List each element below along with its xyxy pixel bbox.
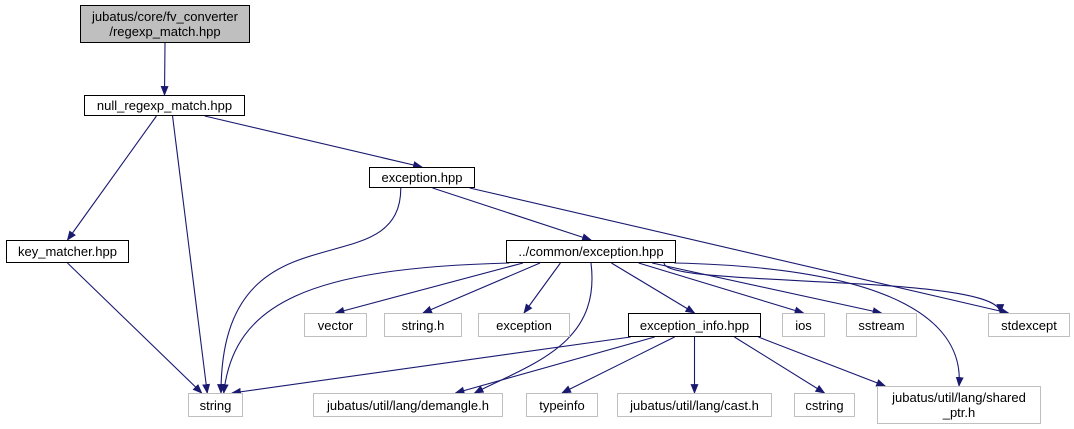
node-label: cstring [805, 397, 844, 413]
node-label: typeinfo [539, 397, 585, 413]
edge-common-exception-to-stdexcept [663, 262, 1005, 314]
node-label: key_matcher.hpp [17, 244, 117, 259]
node-label-line1: jubatus/core/fv_converter [92, 9, 238, 24]
node-label: ios [795, 317, 812, 333]
node-cast[interactable]: jubatus/util/lang/cast.h [617, 393, 772, 417]
node-string[interactable]: string [188, 393, 243, 417]
node-demangle[interactable]: jubatus/util/lang/demangle.h [313, 393, 503, 417]
edge-common-exception-to-string-h [422, 262, 541, 314]
node-label-line2: /regexp_match.hpp [109, 24, 221, 39]
node-label: sstream [858, 317, 905, 333]
node-root-regexp-match[interactable]: jubatus/core/fv_converter /regexp_match.… [80, 5, 250, 43]
node-vector[interactable]: vector [304, 313, 367, 337]
edge-common-exception-to-ios [638, 262, 805, 315]
edge-common-exception-to-shared-ptr [674, 262, 964, 387]
node-label: null_regexp_match.hpp [96, 98, 233, 113]
node-key-matcher[interactable]: key_matcher.hpp [6, 240, 129, 263]
edge-exception-hpp-to-stdexcept [469, 187, 1010, 315]
edge-root-to-null-regexp-match [160, 42, 169, 96]
node-typeinfo[interactable]: typeinfo [526, 393, 598, 417]
node-stdexcept[interactable]: stdexcept [988, 313, 1070, 337]
node-cstring[interactable]: cstring [794, 393, 855, 417]
edge-exception-hpp-to-common-exception [432, 187, 592, 241]
node-label-line1: jubatus/util/lang/shared [892, 390, 1026, 405]
node-ios[interactable]: ios [782, 313, 825, 337]
node-label: string [199, 397, 232, 413]
node-null-regexp-match[interactable]: null_regexp_match.hpp [84, 95, 245, 116]
edge-common-exception-to-vector [334, 262, 524, 315]
node-common-exception[interactable]: ../common/exception.hpp [506, 240, 676, 263]
edge-exception-info-to-shared-ptr [758, 336, 887, 387]
node-label: vector [317, 317, 354, 333]
edge-exception-hpp-to-string [217, 187, 402, 394]
edge-common-exception-to-exception [523, 262, 561, 314]
edge-key-matcher-to-string [67, 262, 203, 394]
edge-common-exception-to-sstream [652, 262, 883, 315]
node-string-h[interactable]: string.h [384, 313, 462, 337]
node-sstream[interactable]: sstream [846, 313, 917, 337]
node-label: jubatus/util/lang/cast.h [630, 397, 759, 413]
edge-exception-info-to-typeinfo [561, 336, 675, 394]
node-exception-hpp[interactable]: exception.hpp [369, 167, 475, 188]
node-label: exception.hpp [381, 170, 463, 185]
node-label: stdexcept [1001, 317, 1057, 333]
node-label: ../common/exception.hpp [518, 244, 664, 259]
node-exception[interactable]: exception [478, 313, 570, 337]
edge-common-exception-to-string [220, 262, 510, 394]
edge-exception-info-to-cstring [734, 336, 826, 394]
node-label: exception_info.hpp [639, 317, 750, 333]
edge-null-regexp-match-to-string [172, 115, 211, 394]
node-shared-ptr[interactable]: jubatus/util/lang/shared _ptr.h [877, 386, 1041, 424]
edge-common-exception-to-exception-info [611, 262, 696, 314]
edge-null-regexp-match-to-exception-hpp [204, 115, 423, 169]
node-label-line2: _ptr.h [942, 405, 976, 420]
node-label: jubatus/util/lang/demangle.h [327, 397, 489, 413]
edge-exception-info-to-demangle [454, 336, 655, 395]
edge-null-regexp-match-to-key-matcher [66, 115, 157, 241]
edge-exception-info-to-string [231, 336, 631, 396]
node-exception-info[interactable]: exception_info.hpp [628, 313, 761, 337]
node-label: exception [496, 317, 552, 333]
node-label: string.h [401, 317, 445, 333]
